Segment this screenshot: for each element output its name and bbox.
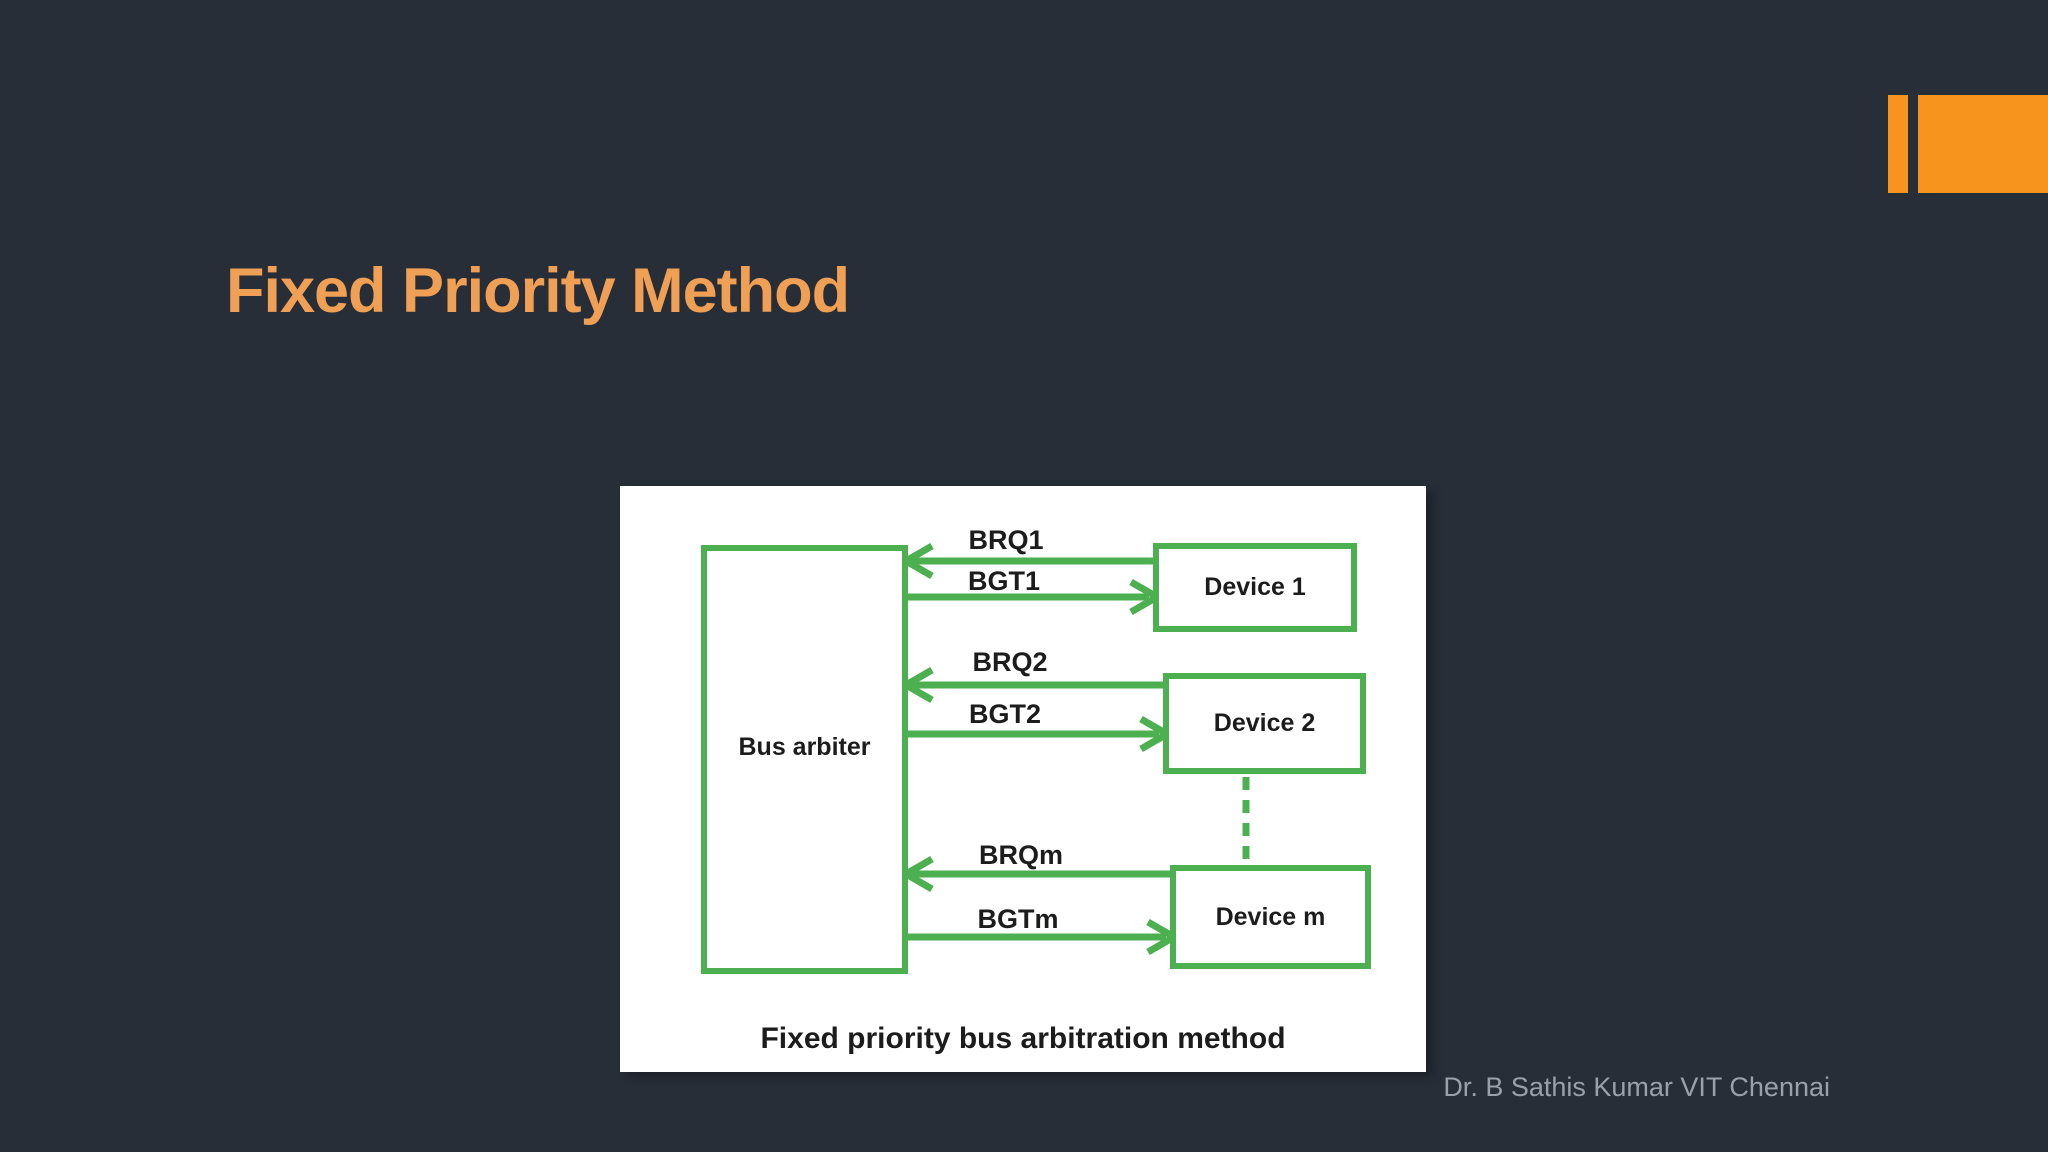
corner-accent-block (1918, 95, 2048, 193)
device-1-label: Device 1 (1204, 573, 1306, 601)
signal-label-bgt2: BGT2 (968, 699, 1041, 729)
signal-label-bgtm: BGTm (977, 904, 1059, 934)
signal-label-brq2: BRQ2 (972, 647, 1048, 677)
diagram-caption: Fixed priority bus arbitration method (760, 1022, 1286, 1055)
device-m-box: Device m (1170, 865, 1371, 969)
signal-label-brq1: BRQ1 (968, 525, 1044, 555)
device-1-box: Device 1 (1153, 543, 1357, 632)
device-m-label: Device m (1215, 902, 1326, 931)
footer-credit: Dr. B Sathis Kumar VIT Chennai (1443, 1072, 1830, 1102)
signal-label-brqm: BRQm (978, 840, 1063, 870)
signal-label-bgt1: BGT1 (967, 566, 1040, 596)
device-2-box: Device 2 (1163, 673, 1366, 774)
bus-arbiter-box: Bus arbiter (701, 545, 908, 974)
bus-arbiter-label: Bus arbiter (738, 733, 871, 761)
slide-title: Fixed Priority Method (226, 256, 850, 326)
bus-arbitration-diagram: Bus arbiter Device 1 Device 2 Device m B… (620, 486, 1426, 1072)
device-2-label: Device 2 (1213, 709, 1316, 737)
signal-wires (898, 542, 1250, 956)
corner-accent-bar (1888, 95, 1908, 193)
